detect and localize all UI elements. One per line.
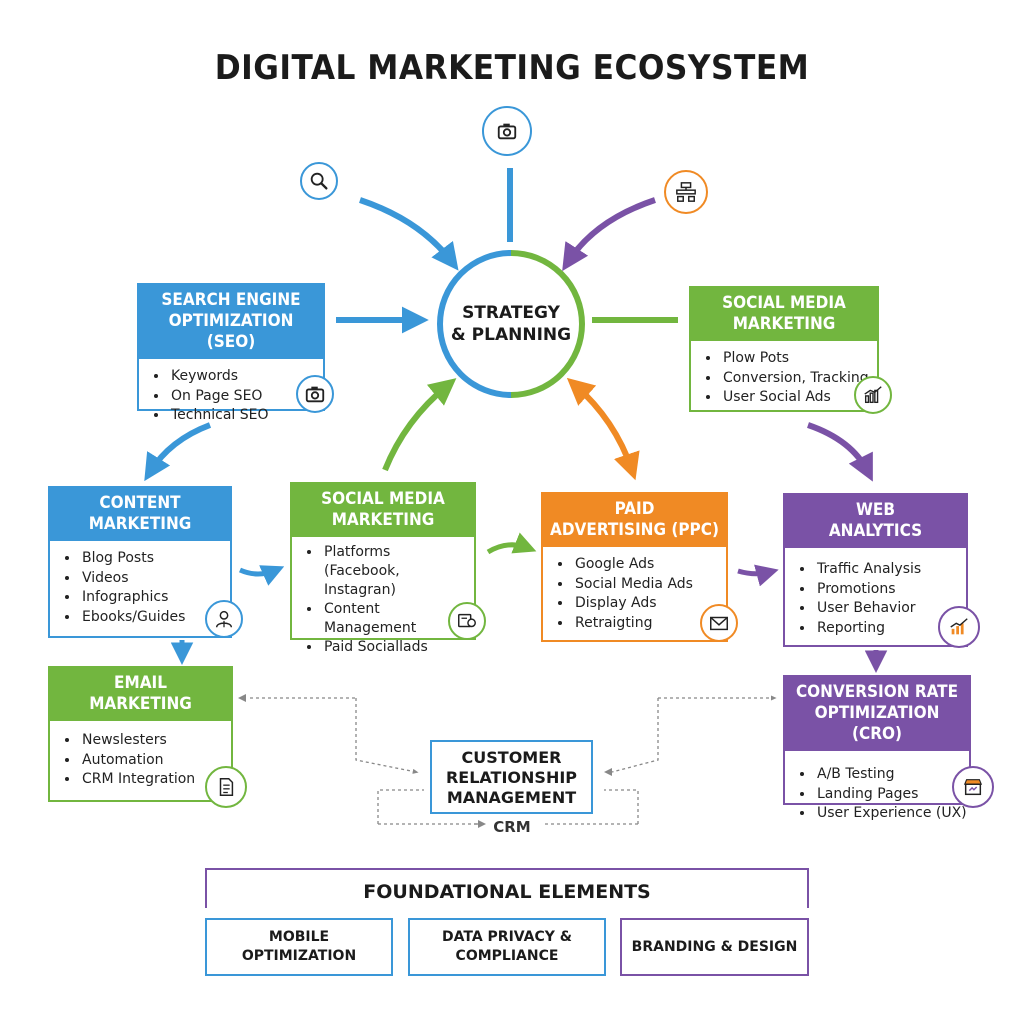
hub-line-1: STRATEGY (462, 303, 560, 323)
foundational-elements-header: FOUNDATIONAL ELEMENTS (205, 868, 809, 908)
cro-title-2: OPTIMIZATION (CRO) (814, 703, 940, 744)
crm-line-3: MANAGEMENT (446, 788, 577, 807)
list-item: Content (322, 600, 474, 619)
list-item: Landing Pages (815, 785, 969, 805)
list-item: Promotions (815, 580, 966, 600)
foundation-mobile-line-2: OPTIMIZATION (241, 948, 357, 964)
social-top-title-2: MARKETING (732, 314, 836, 334)
social-post-icon (448, 602, 486, 640)
list-item: On Page SEO (169, 387, 323, 407)
crm-label: CRM (493, 818, 531, 836)
person-icon (205, 600, 243, 638)
seo-title-1: SEARCH ENGINE (161, 290, 301, 310)
list-item: Conversion, Tracking (721, 369, 877, 389)
sitemap-icon (664, 170, 708, 214)
foundation-branding-box: BRANDING & DESIGN (620, 918, 809, 976)
envelope-icon (700, 604, 738, 642)
seo-title-2: OPTIMIZATION (SEO) (168, 311, 294, 352)
ppc-title-1: PAID (614, 499, 655, 519)
foundation-privacy-line-1: DATA PRIVACY & (441, 929, 572, 945)
list-item: (Facebook, Instagran) (324, 563, 400, 598)
email-title-2: MARKETING (89, 694, 192, 714)
camera-icon (482, 106, 532, 156)
cro-title-1: CONVERSION RATE (795, 682, 959, 702)
social-top-title-1: SOCIAL MEDIA (722, 293, 846, 313)
list-item: Videos (80, 569, 230, 589)
strategy-planning-hub: STRATEGY& PLANNING (440, 253, 582, 395)
content-title-2: MARKETING (88, 514, 192, 534)
list-item: Keywords (169, 367, 323, 387)
list-item: A/B Testing (815, 765, 969, 785)
list-item: Social Media Ads (573, 575, 726, 595)
list-item: CRM Integration (80, 770, 231, 790)
camera-icon (296, 375, 334, 413)
crm-line-2: RELATIONSHIP (445, 768, 578, 787)
email-title-1: EMAIL (114, 673, 167, 693)
diagram-title: DIGITAL MARKETING ECOSYSTEM (214, 48, 810, 88)
foundation-branding-line-1: BRANDING & DESIGN (631, 938, 798, 955)
list-item: Management (324, 620, 417, 636)
list-item: Google Ads (573, 555, 726, 575)
document-icon (205, 766, 247, 808)
bar-chart-icon (854, 376, 892, 414)
web-title-1: WEB (856, 500, 895, 520)
list-item: Automation (80, 751, 231, 771)
foundation-privacy-line-2: COMPLIANCE (455, 948, 559, 964)
hub-line-2: & PLANNING (450, 325, 572, 345)
list-item: Paid Sociallads (322, 638, 474, 657)
list-item: User Behavior (815, 599, 966, 619)
web-title-2: ANALYTICS (828, 521, 923, 541)
list-item: Blog Posts (80, 549, 230, 569)
foundation-privacy-box: DATA PRIVACY & COMPLIANCE (408, 918, 606, 976)
list-item: Plow Pots (721, 349, 877, 369)
crm-box: CUSTOMER RELATIONSHIP MANAGEMENT (430, 740, 593, 814)
list-item: Retraigting (573, 614, 726, 634)
list-item: Infographics (80, 588, 230, 608)
foundation-mobile-box: MOBILE OPTIMIZATION (205, 918, 393, 976)
growth-chart-icon (938, 606, 980, 648)
list-item: Traffic Analysis (815, 560, 966, 580)
list-item: Ebooks/Guides (80, 608, 230, 628)
list-item: Reporting (815, 619, 966, 639)
magnifier-icon (300, 162, 338, 200)
content-title-1: CONTENT (99, 493, 181, 513)
list-item: User Experience (UX) (815, 804, 969, 824)
list-item: Newslesters (80, 731, 231, 751)
list-item: User Social Ads (721, 388, 877, 408)
list-item: Platforms (322, 543, 474, 562)
social-mid-title-1: SOCIAL MEDIA (321, 489, 445, 509)
ppc-title-2: ADVERTISING (PPC) (550, 520, 719, 540)
foundation-mobile-line-1: MOBILE (268, 929, 330, 945)
crm-line-1: CUSTOMER (461, 748, 562, 767)
social-mid-title-2: MARKETING (331, 510, 435, 530)
list-item: Technical SEO (169, 406, 323, 426)
storefront-icon (952, 766, 994, 808)
list-item: Display Ads (573, 594, 726, 614)
